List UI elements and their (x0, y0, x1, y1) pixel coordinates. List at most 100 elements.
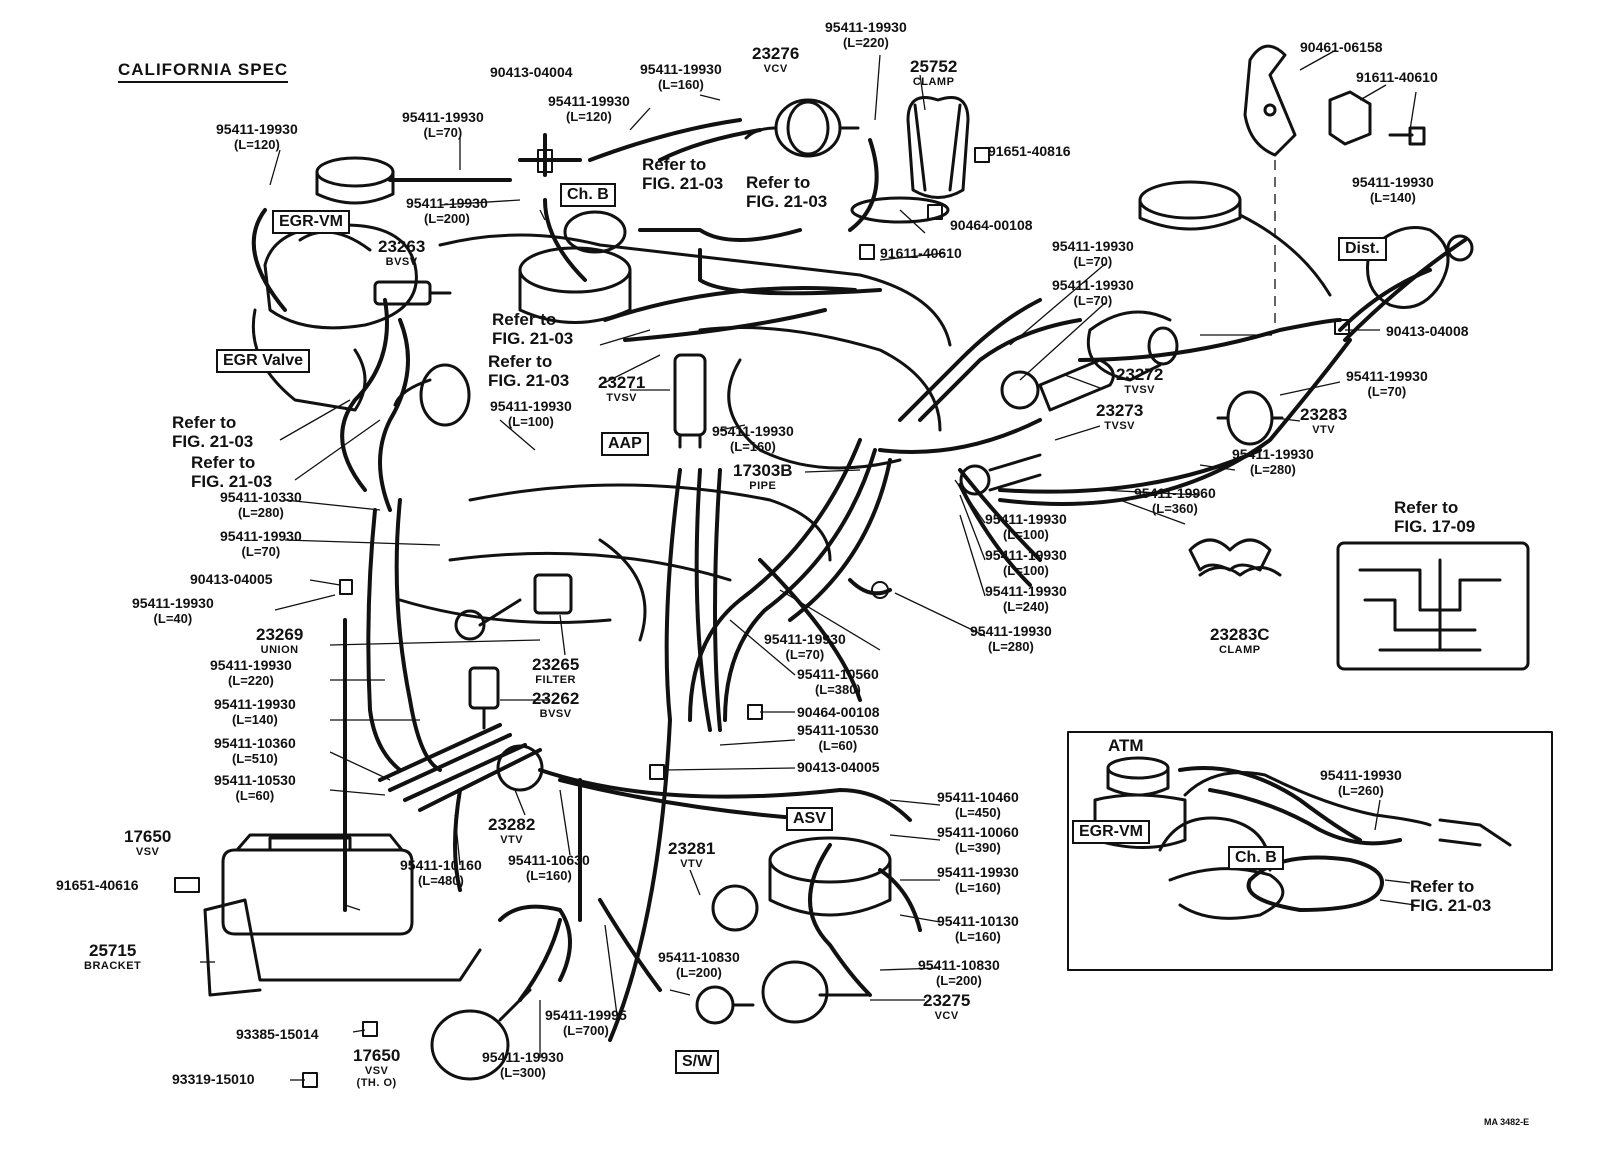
part-label: 90413-04008 (1386, 323, 1469, 339)
part-label: 95411-19930(L=100) (490, 398, 572, 430)
filter-23265 (454, 573, 573, 641)
part-label: 95411-19930(L=40) (132, 595, 214, 627)
egr-valve-label: EGR Valve (216, 349, 311, 373)
part-label: 95411-19995(L=700) (545, 1007, 627, 1039)
atm-egr-vm-label: EGR-VM (1072, 820, 1150, 844)
part-label: 95411-19930(L=70) (402, 109, 484, 141)
bvsv-23263 (373, 280, 452, 306)
part-label: 95411-19930(L=140) (214, 696, 296, 728)
part-label: 95411-19930(L=220) (825, 19, 907, 51)
leader-lines (200, 49, 1417, 1081)
part-label: 91651-40816 (988, 143, 1071, 159)
part-label: 93385-15014 (236, 1026, 319, 1042)
vcv-23276-body (744, 98, 860, 158)
part-label: 91651-40616 (56, 877, 139, 893)
part-label: 95411-19930(L=70) (764, 631, 846, 663)
egr-vm-label: EGR-VM (272, 210, 350, 234)
part-label: 90464-00108 (950, 217, 1033, 233)
part-label: 95411-19930(L=220) (210, 657, 292, 689)
tvsv-23273 (959, 453, 1042, 496)
part-label: 93319-15010 (172, 1071, 255, 1087)
part-label: 91611-40610 (1356, 69, 1438, 85)
hose-network (251, 118, 1467, 1042)
part-label: 95411-19960(L=360) (1134, 485, 1216, 517)
bracket-25715 (203, 898, 482, 997)
part-label: 95411-10830(L=200) (918, 957, 1000, 989)
bracket-91611-top (1328, 90, 1426, 146)
part-label: 95411-19930(L=70) (1346, 368, 1428, 400)
page-title: CALIFORNIA SPEC (118, 60, 289, 83)
part-label: 90461-06158 (1300, 39, 1383, 55)
part-label: 95411-19930(L=70) (1052, 277, 1134, 309)
asv-body (768, 836, 892, 917)
part-label: 95411-19930(L=70) (1052, 238, 1134, 270)
part-label: 95411-10460(L=450) (937, 789, 1019, 821)
tvsv-23271 (673, 353, 707, 449)
intake-manifold (398, 233, 952, 642)
part-label: 90413-04005 (190, 571, 273, 587)
part-label: 95411-19930(L=140) (1352, 174, 1434, 206)
part-label: 95411-10530(L=60) (797, 722, 879, 754)
part-label: 95411-10130(L=160) (937, 913, 1019, 945)
air-cleaner-lid-left (315, 156, 395, 205)
cap-right (1138, 180, 1332, 297)
atm-inset-title: ATM (1108, 736, 1144, 755)
part-label: 91611-40610 (880, 245, 962, 261)
clamp-23283c (1188, 538, 1282, 577)
part-label: 95411-10630(L=160) (508, 852, 590, 884)
part-label: 90413-04005 (797, 759, 880, 775)
distributor-body (1366, 226, 1474, 309)
part-label: 95411-19930(L=100) (985, 547, 1067, 579)
part-label: 95411-19930(L=280) (970, 623, 1052, 655)
part-label: 90413-04004 (490, 64, 573, 80)
part-label: 95411-19930(L=100) (985, 511, 1067, 543)
part-label: 95411-19930(L=280) (1232, 446, 1314, 478)
part-label: 95411-10830(L=200) (658, 949, 740, 981)
part-label: 90464-00108 (797, 704, 880, 720)
vtv-23281 (711, 884, 759, 932)
part-label: 95411-19930(L=200) (406, 195, 488, 227)
part-label: 95411-10160(L=480) (400, 857, 482, 889)
part-label: 95411-19930(L=160) (937, 864, 1019, 896)
bvsv-23262 (468, 666, 500, 730)
part-label: 95411-19930(L=120) (216, 121, 298, 153)
part-label: 95411-19930(L=120) (548, 93, 630, 125)
part-label: 95411-19930(L=70) (220, 528, 302, 560)
part-label: 95411-19930(L=160) (640, 61, 722, 93)
part-label: 95411-19930(L=300) (482, 1049, 564, 1081)
dist-label: Dist. (1338, 237, 1387, 261)
part-label: 95411-19930(L=240) (985, 583, 1067, 615)
clamp-25752 (850, 96, 970, 224)
part-label: 95411-10330(L=280) (220, 489, 302, 521)
part-label: 95411-19930(L=260) (1320, 767, 1402, 799)
part-label: 95411-10560(L=380) (797, 666, 879, 698)
hook-90461 (1243, 44, 1297, 157)
switch-sw (695, 985, 755, 1025)
part-label: 95411-10060(L=390) (937, 824, 1019, 856)
part-label: 95411-10530(L=60) (214, 772, 296, 804)
part-label: 95411-19930(L=160) (712, 423, 794, 455)
